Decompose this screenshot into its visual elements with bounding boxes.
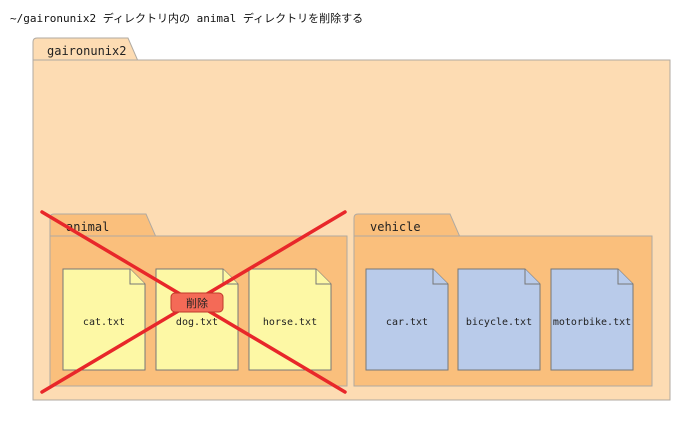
- root-folder-tab: [32, 37, 139, 62]
- file-car: car.txt: [365, 268, 449, 371]
- delete-badge-label: 削除: [186, 296, 208, 310]
- folder-animal: animal cat.txt dog.txt horse.txt: [49, 213, 348, 387]
- file-cat-label: cat.txt: [83, 317, 125, 328]
- folder-animal-label: animal: [66, 220, 109, 234]
- folder-vehicle-tab: [353, 213, 461, 238]
- file-bicycle-fold: [524, 269, 540, 285]
- file-horse-label: horse.txt: [263, 317, 317, 328]
- file-bicycle-page: [457, 268, 541, 371]
- file-car-fold: [432, 269, 448, 285]
- file-car-page: [365, 268, 449, 371]
- folder-vehicle: vehicle car.txt bicycle.txt motorbike.tx…: [353, 213, 653, 387]
- file-motorbike-label: motorbike.txt: [553, 317, 631, 328]
- file-cat-fold: [129, 269, 145, 285]
- root-folder-label: gaironunix2: [47, 44, 126, 58]
- file-horse: horse.txt: [248, 268, 332, 371]
- file-bicycle: bicycle.txt: [457, 268, 541, 371]
- file-motorbike-page: [550, 268, 634, 371]
- file-motorbike: motorbike.txt: [550, 268, 634, 371]
- diagram-caption: ~/gaironunix2 ディレクトリ内の animal ディレクトリを削除す…: [10, 12, 364, 25]
- delete-badge-box: [170, 292, 224, 313]
- file-horse-fold: [315, 269, 331, 285]
- file-motorbike-fold: [617, 269, 633, 285]
- file-bicycle-label: bicycle.txt: [466, 317, 532, 328]
- folder-vehicle-label: vehicle: [370, 220, 421, 234]
- file-dog-label: dog.txt: [176, 317, 218, 328]
- file-car-label: car.txt: [386, 317, 428, 328]
- delete-badge: 削除: [170, 292, 224, 313]
- file-horse-page: [248, 268, 332, 371]
